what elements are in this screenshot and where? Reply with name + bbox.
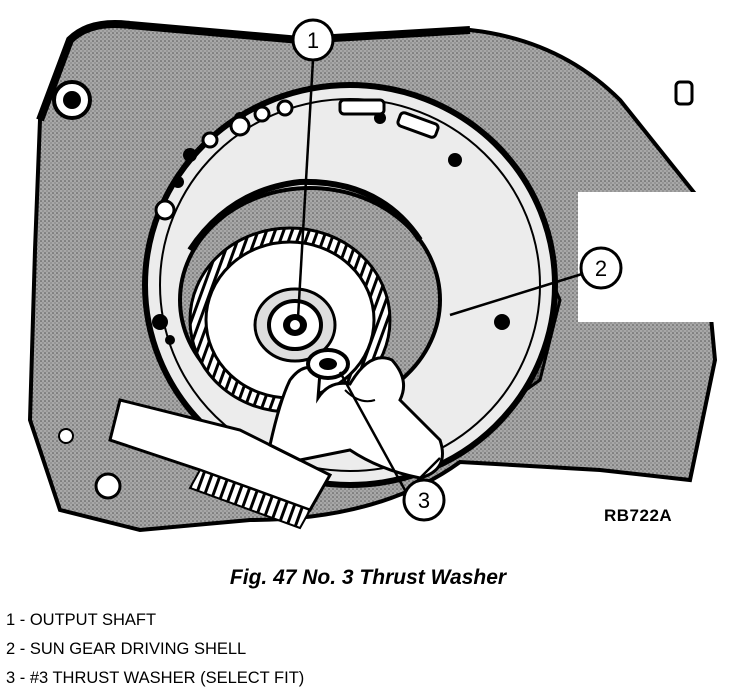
legend-item: 2 - SUN GEAR DRIVING SHELL xyxy=(6,640,247,658)
callout-3-number: 3 xyxy=(418,488,430,513)
legend-item: 1 - OUTPUT SHAFT xyxy=(6,611,157,629)
thrust-washer xyxy=(306,348,350,380)
legend-item: 3 - #3 THRUST WASHER (SELECT FIT) xyxy=(6,669,305,687)
figure-caption: Fig. 47 No. 3 Thrust Washer xyxy=(229,566,507,589)
callout-1: 1 xyxy=(291,18,335,62)
callout-3: 3 xyxy=(402,478,446,522)
legend-list: 1 - OUTPUT SHAFT 2 - SUN GEAR DRIVING SH… xyxy=(6,606,304,693)
callout-2: 2 xyxy=(579,246,623,290)
figure-reference-code: RB722A xyxy=(604,506,673,525)
leader-lines xyxy=(296,59,583,493)
callout-1-number: 1 xyxy=(307,28,319,53)
callout-2-number: 2 xyxy=(595,256,607,281)
output-shaft xyxy=(253,287,337,363)
transmission-illustration: 1 2 3 xyxy=(27,18,718,533)
lower-gear-band xyxy=(108,398,333,530)
